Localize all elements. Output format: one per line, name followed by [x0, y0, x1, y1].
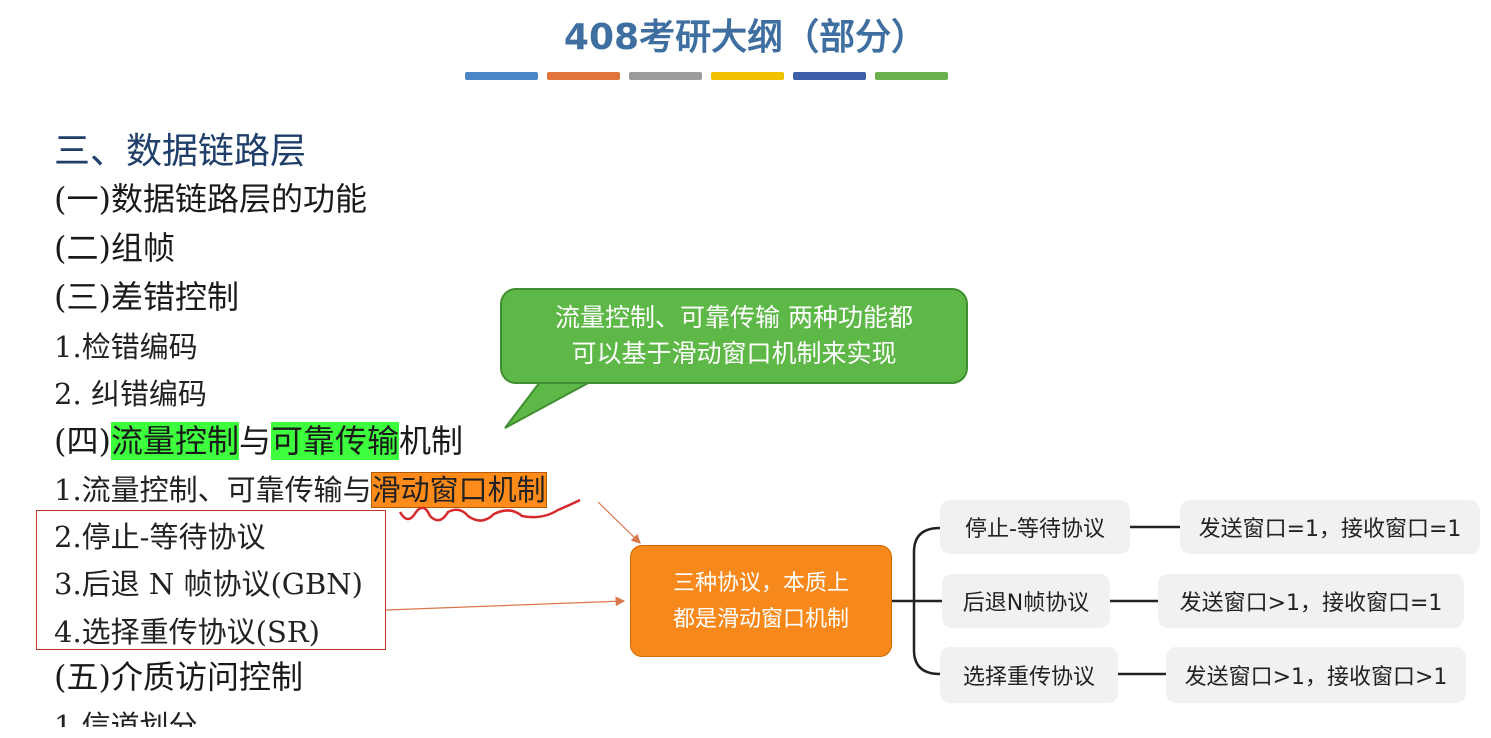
center-node-line-2: 都是滑动窗口机制	[672, 607, 849, 632]
protocols-box	[36, 510, 386, 650]
section-3-item-1: 1.检错编码	[54, 330, 198, 364]
protocol-node-sr: 选择重传协议	[940, 647, 1118, 703]
section-3: (三)差错控制	[54, 278, 239, 316]
section-4-suffix: 机制	[399, 422, 464, 460]
chapter-heading: 三、数据链路层	[54, 131, 307, 172]
center-node-line-1: 三种协议，本质上	[672, 571, 849, 596]
highlight-reliable-transfer: 可靠传输	[271, 422, 400, 460]
color-segment	[875, 72, 948, 80]
center-node: 三种协议，本质上 都是滑动窗口机制	[630, 545, 892, 657]
callout-line-1: 流量控制、可靠传输 两种功能都	[555, 303, 913, 332]
window-node-stop-wait: 发送窗口=1，接收窗口=1	[1180, 500, 1480, 554]
section-2: (二)组帧	[54, 229, 175, 267]
protocol-node-gbn: 后退N帧协议	[942, 574, 1110, 628]
section-5: (五)介质访问控制	[54, 658, 303, 696]
bubble-tail	[504, 381, 591, 429]
section-3-item-2: 2. 纠错编码	[54, 377, 207, 411]
slide-title: 408考研大纲（部分）	[563, 17, 928, 58]
callout-line-2: 可以基于滑动窗口机制来实现	[571, 339, 897, 368]
window-node-sr: 发送窗口>1，接收窗口>1	[1166, 647, 1466, 703]
callout-bubble: 流量控制、可靠传输 两种功能都 可以基于滑动窗口机制来实现	[500, 288, 968, 384]
color-segment	[629, 72, 702, 80]
section-4: (四)流量控制与可靠传输机制	[54, 416, 463, 462]
section-4-item-3: 3.后退 N 帧协议(GBN)	[54, 567, 363, 601]
protocol-node-stop-wait: 停止-等待协议	[940, 500, 1130, 554]
section-4-item-2: 2.停止-等待协议	[54, 520, 266, 554]
highlight-sliding-window: 滑动窗口机制	[370, 472, 547, 508]
section-4-mid: 与	[239, 422, 272, 460]
highlight-flow-control: 流量控制	[110, 422, 239, 460]
section-1: (一)数据链路层的功能	[54, 180, 367, 218]
window-node-gbn: 发送窗口>1，接收窗口=1	[1158, 574, 1464, 628]
color-segment	[547, 72, 620, 80]
color-segment	[711, 72, 784, 80]
section-5-item-1: 1.信道划分	[54, 709, 198, 727]
section-4-item-4: 4.选择重传协议(SR)	[54, 615, 320, 649]
squiggle-underline	[398, 498, 581, 522]
color-segment	[793, 72, 866, 80]
section-4-item-1-text: 1.流量控制、可靠传输与	[54, 473, 372, 507]
section-4-prefix: (四)	[54, 422, 111, 460]
arrow-connector	[385, 596, 626, 611]
color-bar	[465, 72, 948, 80]
section-4-item-1: 1.流量控制、可靠传输与滑动窗口机制	[54, 467, 547, 509]
color-segment	[465, 72, 538, 80]
arrow-connector	[597, 501, 641, 544]
